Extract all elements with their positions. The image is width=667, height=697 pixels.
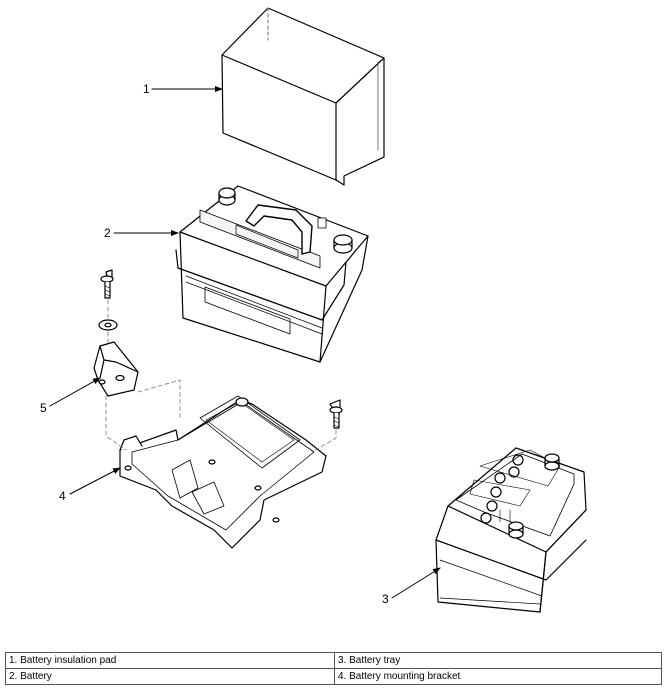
legend-cell: 1. Battery insulation pad [5,652,335,669]
assembled-battery-drawing [435,447,587,613]
battery-tray-drawing [119,395,343,549]
leader-lines [49,86,441,599]
legend-cell: 2. Battery [5,668,335,685]
callout-3: 3 [382,592,389,606]
callout-5: 5 [40,401,47,415]
legend-row: 2. Battery 4. Battery mounting bracket [5,668,662,685]
legend-row: 1. Battery insulation pad 3. Battery tra… [5,652,662,669]
battery-insulation-pad-drawing [221,7,385,186]
exploded-parts-diagram: 1 2 5 4 3 [40,7,587,613]
legend-cell: 4. Battery mounting bracket [334,668,662,685]
callout-4: 4 [59,489,66,503]
parts-legend-table: 1. Battery insulation pad 3. Battery tra… [5,652,662,685]
callout-1: 1 [143,82,150,96]
callout-2: 2 [104,226,111,240]
legend-cell: 3. Battery tray [334,652,662,669]
battery-drawing [175,185,369,363]
battery-mounting-bracket-drawing [93,269,139,397]
alignment-lines [105,299,337,453]
